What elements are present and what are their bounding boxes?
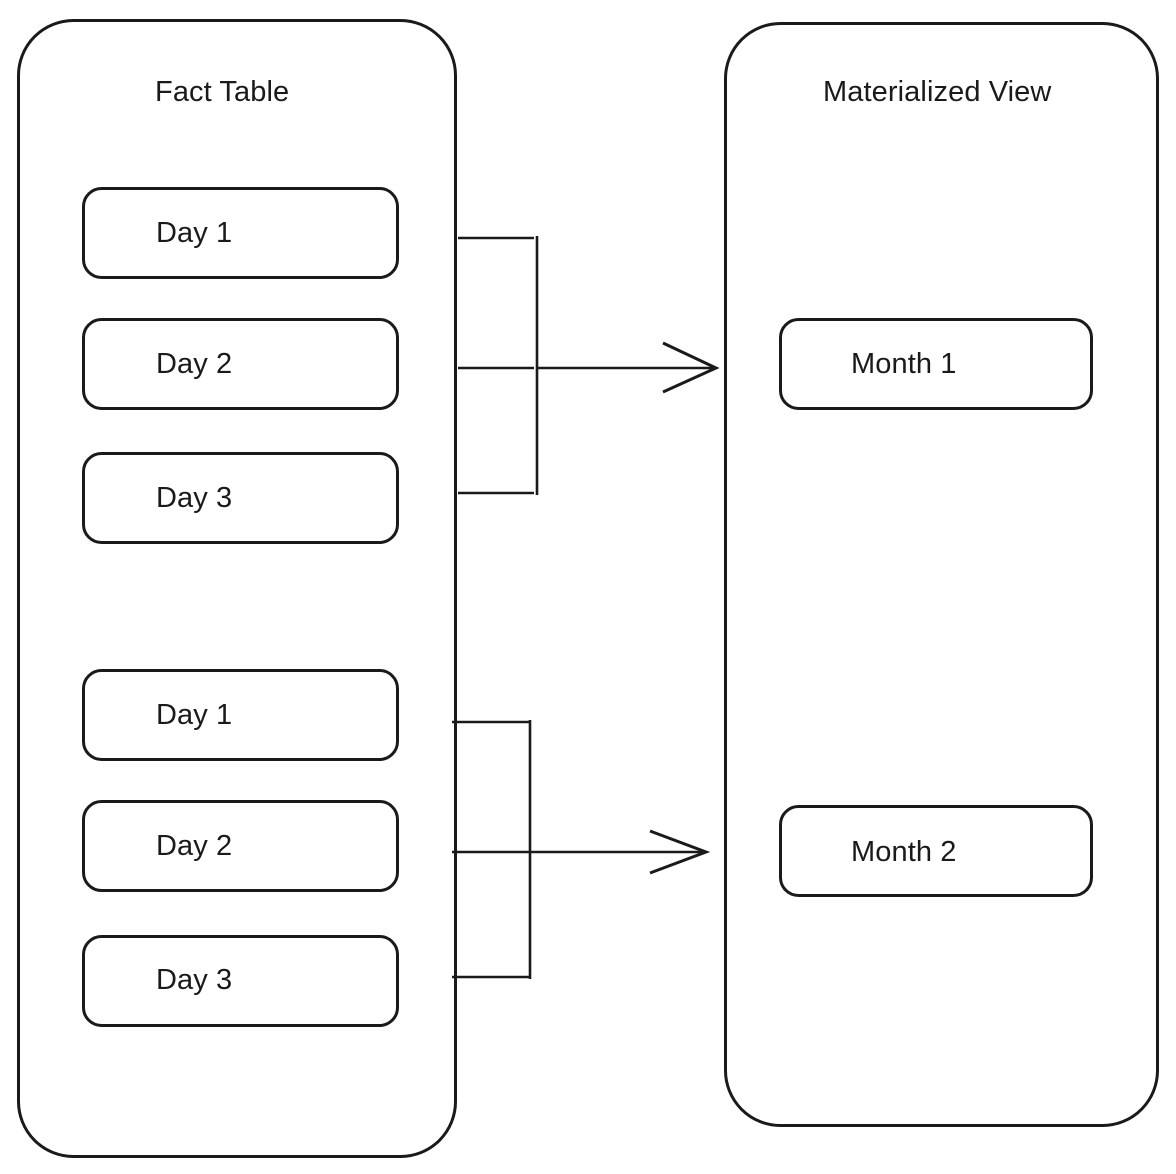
day-box-3-label: Day 3 [156,482,233,514]
day-box-3[interactable] [82,452,399,544]
day-box-5-label: Day 2 [156,830,233,862]
materialized-view-container [724,22,1159,1127]
fact-table-title: Fact Table [155,76,290,108]
month-box-2[interactable] [779,805,1093,897]
arrow-2-head [649,829,711,875]
month-box-2-label: Month 2 [851,836,957,868]
day-box-5[interactable] [82,800,399,892]
arrow-1-head [662,341,720,394]
month-box-1-label: Month 1 [851,348,957,380]
materialized-view-title: Materialized View [823,76,1052,108]
connector-group-1 [458,236,720,495]
day-box-2-label: Day 2 [156,348,233,380]
day-box-4[interactable] [82,669,399,761]
day-box-1[interactable] [82,187,399,279]
day-box-2[interactable] [82,318,399,410]
day-box-1-label: Day 1 [156,217,233,249]
day-box-4-label: Day 1 [156,699,233,731]
month-box-1[interactable] [779,318,1093,410]
day-box-6-label: Day 3 [156,964,233,996]
connector-group-2 [452,720,711,979]
day-box-6[interactable] [82,935,399,1027]
